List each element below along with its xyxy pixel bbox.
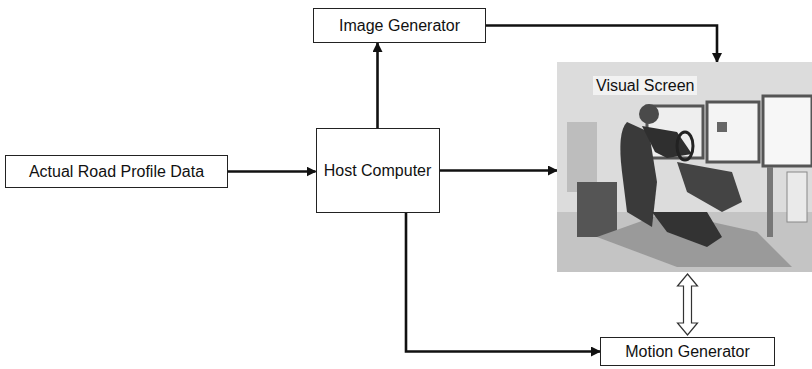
simulator-photo: Visual Screen <box>557 62 812 272</box>
box-label: Image Generator <box>339 16 460 35</box>
flow-arrow <box>228 170 316 173</box>
input-box: Actual Road Profile Data <box>5 155 228 188</box>
screen-label: Visual Screen <box>593 76 697 95</box>
process-box: Image Generator <box>313 8 486 43</box>
flow-arrow <box>678 274 698 335</box>
box-label: Motion Generator <box>625 342 750 361</box>
flow-arrow <box>376 43 379 128</box>
flow-arrow <box>486 26 717 63</box>
box-label: Host Computer <box>324 161 432 180</box>
flow-arrow <box>440 169 558 172</box>
box-label: Actual Road Profile Data <box>29 162 204 181</box>
process-box: Motion Generator <box>600 337 775 366</box>
process-box: Host Computer <box>316 128 440 213</box>
